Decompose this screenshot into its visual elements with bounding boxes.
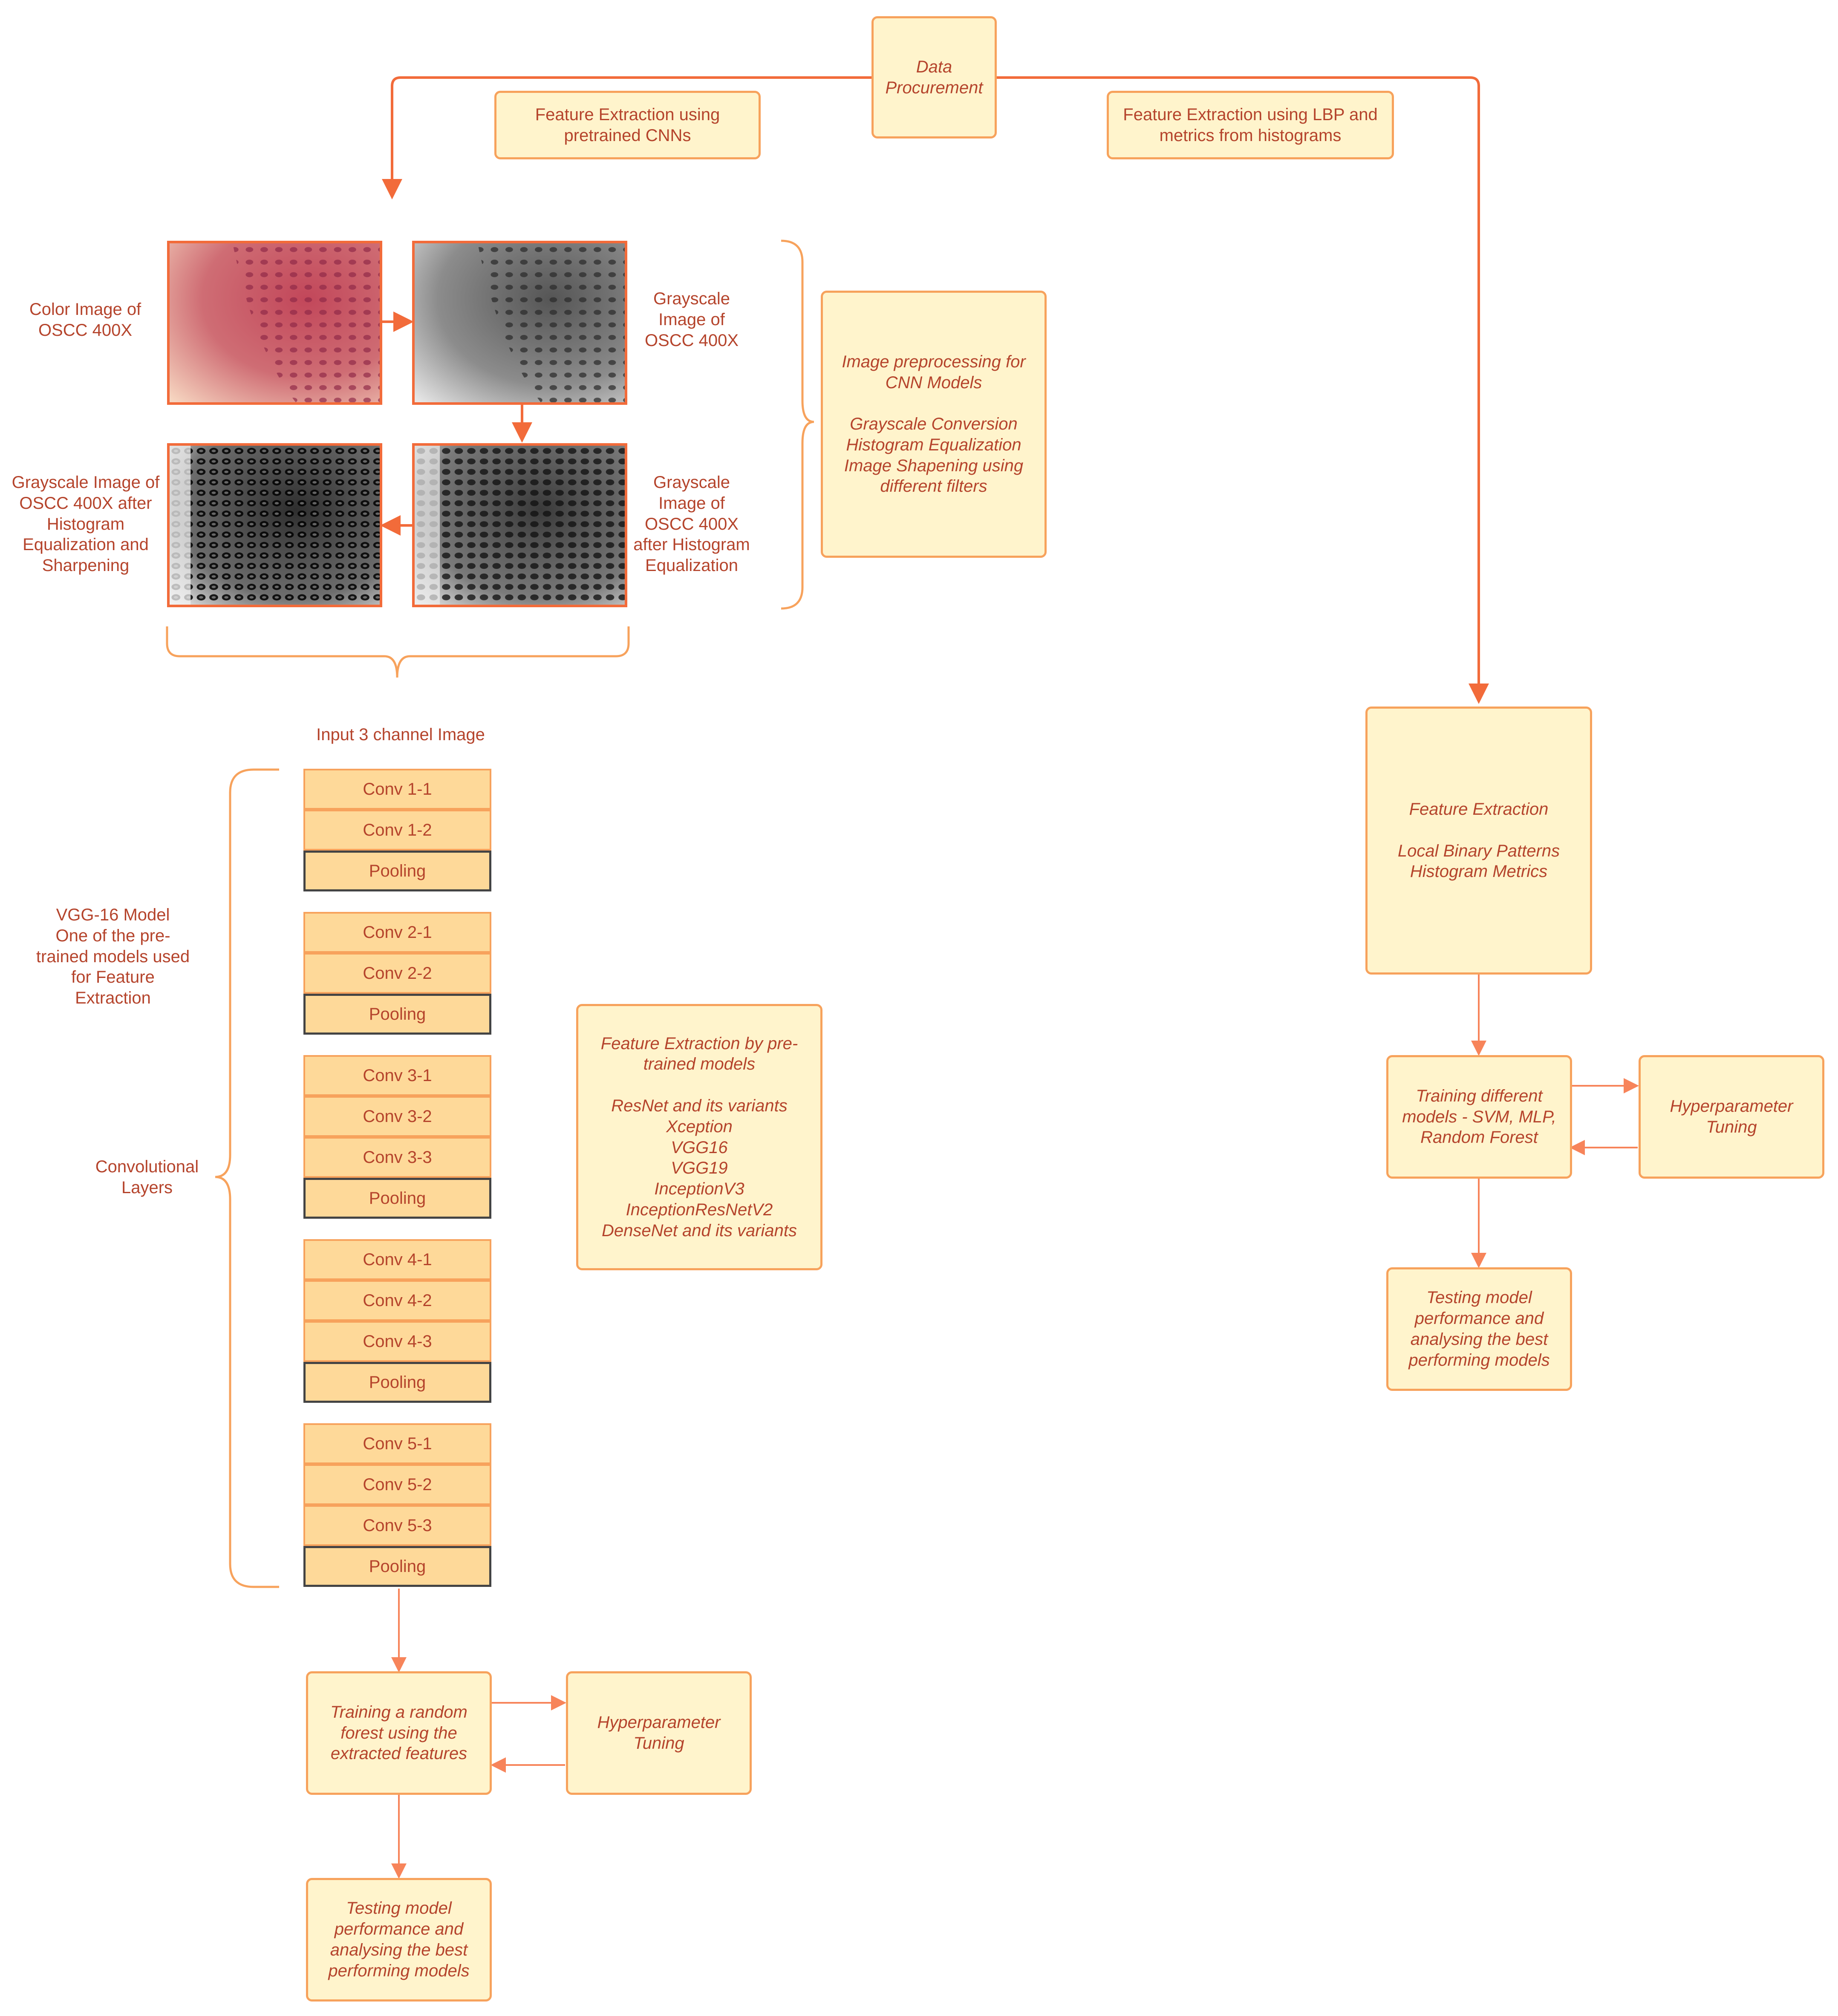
layer-pooling-1: Pooling	[303, 851, 491, 891]
layer-pooling-2: Pooling	[303, 994, 491, 1035]
histogram-equalized-image	[412, 443, 627, 607]
right-hyperparameter-text: Hyperparameter Tuning	[1670, 1097, 1793, 1136]
vgg-model-label: VGG-16 Model One of the pre- trained mod…	[36, 906, 190, 1008]
pretrained-models-box: Feature Extraction by pre- trained model…	[576, 1004, 822, 1270]
layer-pooling-5: Pooling	[303, 1546, 491, 1587]
layer-conv-4-2: Conv 4-2	[303, 1280, 491, 1321]
layer-pooling-4: Pooling	[303, 1362, 491, 1403]
conv-layers-brace	[215, 768, 279, 1588]
layer-conv-5-2: Conv 5-2	[303, 1464, 491, 1505]
right-training-text: Training different models - SVM, MLP, Ra…	[1402, 1086, 1556, 1147]
left-hyperparameter-box: Hyperparameter Tuning	[566, 1671, 752, 1795]
lbp-branch-label: Feature Extraction using LBP and metrics…	[1123, 105, 1378, 145]
layer-conv-4-3: Conv 4-3	[303, 1321, 491, 1362]
layer-conv-1-2: Conv 1-2	[303, 810, 491, 851]
layer-conv-3-2: Conv 3-2	[303, 1096, 491, 1137]
left-hyperparameter-text: Hyperparameter Tuning	[597, 1713, 721, 1753]
left-testing-text: Testing model performance and analysing …	[328, 1899, 470, 1980]
cnn-branch-label-box: Feature Extraction using pretrained CNNs	[494, 91, 761, 159]
layer-conv-5-3: Conv 5-3	[303, 1505, 491, 1546]
layer-conv-3-1: Conv 3-1	[303, 1055, 491, 1096]
sharpened-image	[167, 443, 382, 607]
sharpened-image-label: Grayscale Image of OSCC 400X after Histo…	[12, 473, 160, 575]
data-procurement-text: Data Procurement	[885, 57, 983, 97]
cnn-branch-label: Feature Extraction using pretrained CNNs	[535, 105, 720, 145]
lbp-branch-label-box: Feature Extraction using LBP and metrics…	[1107, 91, 1394, 159]
layer-conv-3-3: Conv 3-3	[303, 1137, 491, 1178]
layer-pooling-3: Pooling	[303, 1178, 491, 1219]
preprocessing-note-box: Image preprocessing for CNN Models Grays…	[821, 291, 1047, 558]
preprocessing-brace	[781, 239, 814, 610]
grayscale-image	[412, 241, 627, 405]
pretrained-models-note: Feature Extraction by pre- trained model…	[600, 1034, 798, 1240]
right-hyperparameter-box: Hyperparameter Tuning	[1639, 1055, 1824, 1179]
layer-conv-5-1: Conv 5-1	[303, 1423, 491, 1464]
grayscale-image-label: Grayscale Image of OSCC 400X	[644, 289, 739, 350]
left-testing-box: Testing model performance and analysing …	[306, 1878, 492, 2002]
right-training-box: Training different models - SVM, MLP, Ra…	[1386, 1055, 1572, 1179]
layer-conv-4-1: Conv 4-1	[303, 1239, 491, 1280]
right-feature-extraction-box: Feature Extraction Local Binary Patterns…	[1365, 707, 1592, 975]
histogram-equalized-image-label: Grayscale Image of OSCC 400X after Histo…	[633, 473, 750, 575]
color-image-label: Color Image of OSCC 400X	[29, 300, 141, 340]
layer-conv-2-1: Conv 2-1	[303, 912, 491, 953]
conv-layers-label: Convolutional Layers	[95, 1157, 199, 1197]
right-testing-box: Testing model performance and analysing …	[1386, 1267, 1572, 1391]
image-grid-brace	[166, 626, 630, 678]
left-training-box: Training a random forest using the extra…	[306, 1671, 492, 1795]
preprocessing-note: Image preprocessing for CNN Models Grays…	[842, 352, 1026, 496]
input-image-label: Input 3 channel Image	[316, 725, 485, 744]
color-image	[167, 241, 382, 405]
right-feature-extraction-text: Feature Extraction Local Binary Patterns…	[1397, 799, 1560, 881]
right-testing-text: Testing model performance and analysing …	[1408, 1288, 1550, 1370]
layer-conv-1-1: Conv 1-1	[303, 769, 491, 810]
branch-to-lbp-arrow	[997, 76, 1489, 704]
layer-conv-2-2: Conv 2-2	[303, 953, 491, 994]
left-training-text: Training a random forest using the extra…	[330, 1702, 467, 1763]
data-procurement-box: Data Procurement	[871, 16, 997, 138]
